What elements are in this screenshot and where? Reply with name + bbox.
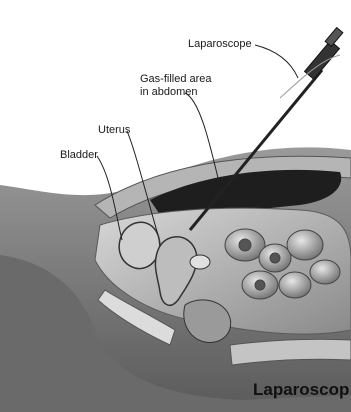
bladder-organ — [119, 222, 160, 268]
label-laparoscope: Laparoscope — [188, 38, 252, 50]
label-bladder: Bladder — [60, 149, 98, 161]
label-gas-filled-area: Gas-filled area — [140, 73, 212, 85]
ovary-organ — [190, 255, 210, 269]
figure-caption: Laparoscop — [253, 380, 349, 399]
label-uterus: Uterus — [98, 124, 131, 136]
label-in-abdomen: in abdomen — [140, 86, 198, 98]
